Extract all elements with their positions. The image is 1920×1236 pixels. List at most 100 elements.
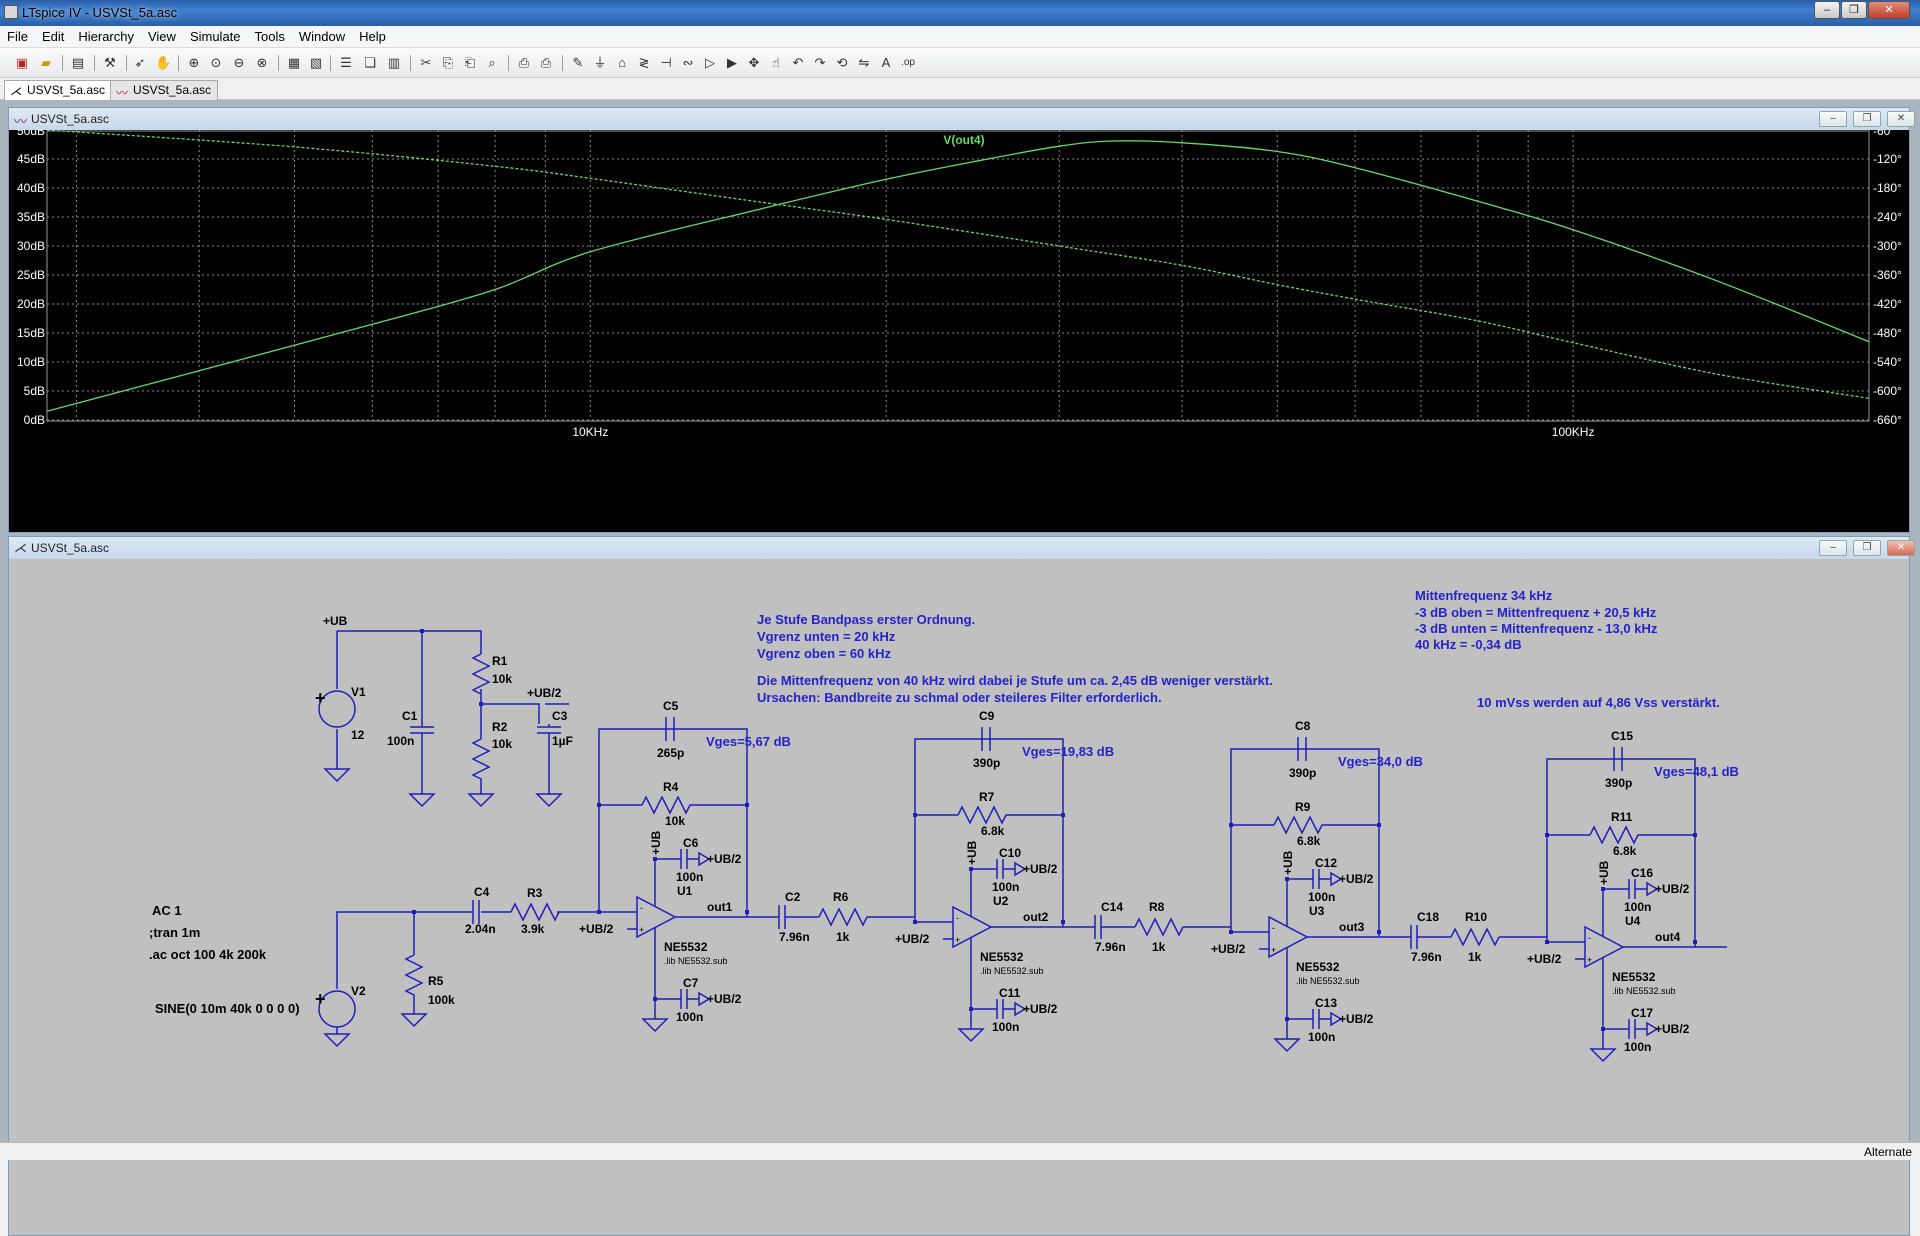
component-value[interactable]: 6.8k (981, 824, 1005, 838)
stage-gain-label[interactable]: Vges=5,67 dB (706, 734, 791, 749)
component-name[interactable]: C6 (683, 836, 699, 850)
net-label[interactable]: +UB/2 (1211, 942, 1246, 956)
net-label[interactable]: +UB/2 (1023, 1002, 1058, 1016)
component-name[interactable]: R6 (833, 890, 849, 904)
component-value[interactable]: 6.8k (1613, 844, 1637, 858)
print-setup-icon[interactable]: ⎙ (518, 55, 530, 70)
undo-icon[interactable]: ↶ (792, 55, 804, 70)
net-label[interactable]: +UB/2 (1339, 872, 1374, 886)
component-name[interactable]: U1 (677, 884, 693, 898)
component-value[interactable]: 100n (1624, 900, 1651, 914)
net-label[interactable]: +UB/2 (895, 932, 930, 946)
component-name[interactable]: C17 (1631, 1006, 1653, 1020)
close-icon[interactable]: ✕ (1887, 540, 1915, 556)
component-name[interactable]: R5 (428, 974, 444, 988)
net-label[interactable]: +UB/2 (1023, 862, 1058, 876)
component-name[interactable]: C14 (1101, 900, 1123, 914)
minimize-icon[interactable]: – (1819, 540, 1847, 556)
cut-icon[interactable]: ✂ (420, 55, 432, 70)
opamp-lib[interactable]: .lib NE5532.sub (1296, 976, 1360, 986)
label-net-icon[interactable]: ⌂ (618, 55, 626, 70)
run-icon[interactable]: ➶ (134, 55, 146, 70)
component-icon[interactable]: ▶ (727, 55, 737, 70)
stage-gain-label[interactable]: Vges=19,83 dB (1022, 744, 1114, 759)
component-name[interactable]: V2 (351, 984, 366, 998)
schematic-canvas[interactable]: Je Stufe Bandpass erster Ordnung. Vgrenz… (9, 559, 1909, 1235)
component-value[interactable]: 265p (657, 746, 684, 760)
component-value[interactable]: 100n (1624, 1040, 1651, 1054)
copy-icon[interactable]: ⎘ (442, 55, 454, 70)
capacitor-icon[interactable]: ⊣ (660, 55, 672, 70)
component-value[interactable]: 6.8k (1297, 834, 1321, 848)
component-value[interactable]: 100n (992, 880, 1019, 894)
pan-icon[interactable]: ⊙ (210, 55, 222, 70)
component-value[interactable]: 10k (492, 737, 512, 751)
component-value[interactable]: 390p (973, 756, 1000, 770)
component-name[interactable]: V1 (351, 685, 366, 699)
note-line[interactable]: -3 dB unten = Mittenfrequenz - 13,0 kHz (1415, 621, 1658, 636)
stage-gain-label[interactable]: Vges=34,0 dB (1338, 754, 1423, 769)
component-value[interactable]: 7.96n (1095, 940, 1126, 954)
spice-directive-icon[interactable]: .op (901, 57, 915, 68)
close-icon[interactable]: ✕ (1868, 1, 1910, 19)
component-value[interactable]: 1k (1468, 950, 1482, 964)
net-label[interactable]: +UB/2 (1339, 1012, 1374, 1026)
net-label[interactable]: +UB/2 (1655, 882, 1690, 896)
net-label[interactable]: +UB (649, 830, 663, 855)
cascade-icon[interactable]: ❏ (364, 55, 376, 70)
component-value[interactable]: 7.96n (779, 930, 810, 944)
wire-icon[interactable]: ✎ (572, 55, 584, 70)
note-line[interactable]: Ursachen: Bandbreite zu schmal oder stei… (757, 690, 1162, 705)
menu-window[interactable]: Window (298, 29, 346, 44)
zoom-out-icon[interactable]: ⊖ (233, 55, 245, 70)
opamp-model[interactable]: NE5532 (1612, 970, 1656, 984)
autorange-icon[interactable]: ▦ (287, 55, 301, 70)
minimize-icon[interactable]: – (1819, 111, 1847, 127)
component-value[interactable]: 100n (676, 870, 703, 884)
component-name[interactable]: R11 (1611, 810, 1633, 824)
menu-tools[interactable]: Tools (254, 29, 285, 44)
component-value[interactable]: 100n (387, 734, 414, 748)
component-value[interactable]: 10k (665, 814, 685, 828)
net-label[interactable]: out1 (707, 900, 733, 914)
opamp-model[interactable]: NE5532 (980, 950, 1024, 964)
paste-icon[interactable]: ⎗ (464, 55, 476, 70)
maximize-icon[interactable]: ❐ (1853, 540, 1881, 556)
net-label[interactable]: +UB/2 (527, 686, 562, 700)
tab-schematic[interactable]: ⋌ USVSt_5a.asc (4, 80, 113, 100)
find-icon[interactable]: ⌕ (488, 55, 496, 70)
component-value[interactable]: 100n (676, 1010, 703, 1024)
component-name[interactable]: C15 (1611, 729, 1633, 743)
component-value[interactable]: 10k (492, 672, 512, 686)
component-name[interactable]: R10 (1465, 910, 1487, 924)
component-name[interactable]: C12 (1315, 856, 1337, 870)
component-name[interactable]: R4 (663, 780, 679, 794)
schematic-window-titlebar[interactable]: ⋌ USVSt_5a.asc – ❐ ✕ (9, 537, 1915, 559)
component-value[interactable]: 100n (1308, 890, 1335, 904)
component-value[interactable]: 12 (351, 728, 365, 742)
menu-simulate[interactable]: Simulate (189, 29, 241, 44)
net-label[interactable]: out4 (1655, 930, 1681, 944)
component-value[interactable]: 1k (1152, 940, 1166, 954)
net-label[interactable]: +UB (1597, 860, 1611, 885)
save-icon[interactable]: ▤ (71, 55, 85, 70)
net-label[interactable]: out2 (1023, 910, 1049, 924)
directive[interactable]: AC 1 (152, 903, 182, 918)
net-label[interactable]: +UB/2 (1655, 1022, 1690, 1036)
component-name[interactable]: U4 (1625, 914, 1641, 928)
menu-view[interactable]: View (147, 29, 176, 44)
opamp-model[interactable]: NE5532 (664, 940, 708, 954)
tile-horizontal-icon[interactable]: ☰ (340, 55, 352, 70)
component-value[interactable]: 7.96n (1411, 950, 1442, 964)
open-icon[interactable]: ▰ (41, 55, 51, 70)
rotate-icon[interactable]: ⟲ (836, 55, 848, 70)
new-schematic-icon[interactable]: ▣ (15, 55, 29, 70)
component-name[interactable]: C1 (402, 709, 418, 723)
ground-icon[interactable]: ⏚ (593, 55, 607, 70)
component-name[interactable]: C10 (999, 846, 1021, 860)
menu-file[interactable]: File (7, 29, 28, 44)
note-line[interactable]: 40 kHz = -0,34 dB (1415, 637, 1522, 652)
minimize-icon[interactable]: – (1814, 1, 1840, 19)
net-label[interactable]: out3 (1339, 920, 1365, 934)
halt-icon[interactable]: ✋ (155, 55, 172, 70)
